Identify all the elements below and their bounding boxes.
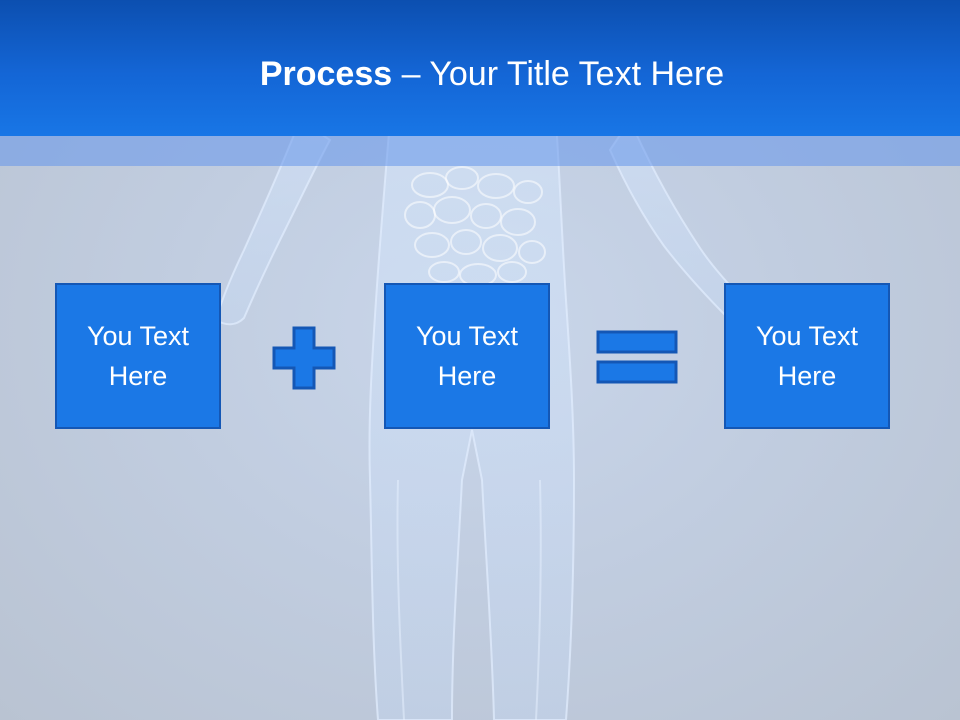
slide-title: Process – Your Title Text Here — [0, 52, 960, 96]
process-box-1-label: You Text Here — [86, 321, 190, 391]
equals-icon — [596, 330, 678, 384]
process-box-2-label: You Text Here — [415, 321, 519, 391]
process-box-1: You Text Here — [55, 283, 221, 429]
process-box-3: You Text Here — [724, 283, 890, 429]
process-box-3-label: You Text Here — [755, 321, 859, 391]
slide-title-rest: – Your Title Text Here — [392, 55, 725, 93]
slide-title-bold: Process — [259, 55, 393, 93]
process-box-2: You Text Here — [384, 283, 550, 429]
plus-icon — [272, 326, 336, 390]
title-bar — [0, 0, 960, 136]
title-bar-band — [0, 136, 960, 166]
